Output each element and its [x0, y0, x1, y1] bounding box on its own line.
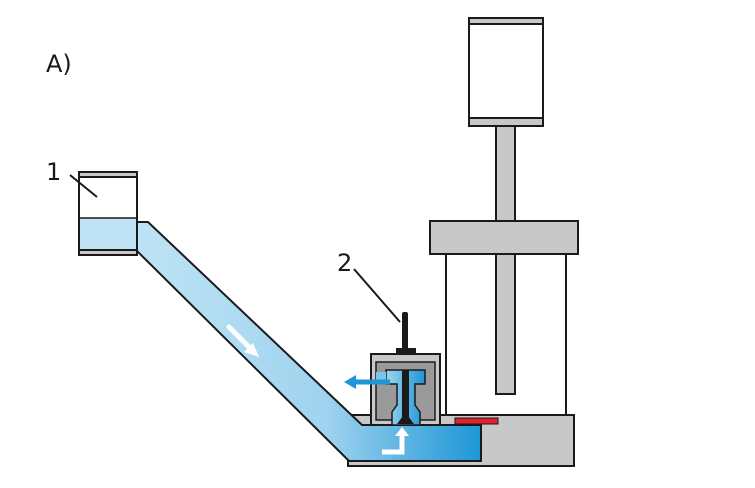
panel-label: A) [46, 50, 72, 78]
red-seal [454, 417, 499, 425]
press-housing [429, 220, 579, 416]
callout-1: 1 [46, 158, 98, 198]
flow-arrow-channel [226, 324, 259, 357]
flow-arrow-into-valve [382, 427, 409, 455]
outflow-arrow [344, 375, 390, 389]
valve [344, 312, 441, 426]
callout-2: 2 [337, 249, 401, 323]
top-cylinder [468, 17, 544, 127]
reservoir [78, 171, 138, 256]
callout-1-label: 1 [46, 158, 61, 186]
feed-channel [135, 221, 482, 462]
callout-2-label: 2 [337, 249, 352, 277]
